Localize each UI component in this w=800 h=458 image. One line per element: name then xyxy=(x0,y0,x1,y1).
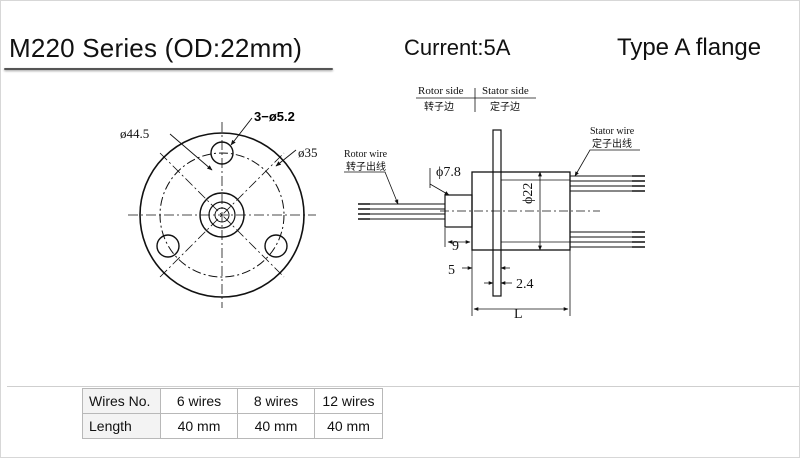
section-divider xyxy=(7,386,799,387)
table-cell: 12 wires xyxy=(314,388,383,414)
front-view xyxy=(128,117,316,308)
stator-wire-bundle-top xyxy=(570,175,645,192)
rotor-wire-bundle xyxy=(358,203,445,220)
title-underline xyxy=(4,68,333,70)
wires-no-header: Wires No. xyxy=(82,388,161,414)
stator-wire-bundle-bottom xyxy=(570,231,645,248)
pcd-label: ø35 xyxy=(298,145,318,160)
leader-pcd xyxy=(275,149,297,167)
stator-wire-cn-label: 定子出线 xyxy=(592,137,632,150)
table-cell: 6 wires xyxy=(160,388,238,414)
shaft-diameter-label: ϕ7.8 xyxy=(436,165,461,180)
centerline-diagonal-b xyxy=(159,152,285,278)
mount-hole-left xyxy=(156,234,180,258)
table-row: Wires No. 6 wires 8 wires 12 wires xyxy=(82,388,383,414)
leader-od xyxy=(169,133,213,171)
dim-2-4-label: 2.4 xyxy=(516,277,534,292)
stator-wire-label: Stator wire xyxy=(590,126,635,137)
table-cell: 8 wires xyxy=(237,388,315,414)
rotor-wire-cn-label: 转子出线 xyxy=(346,160,386,173)
table-row: Length 40 mm 40 mm 40 mm xyxy=(82,413,383,439)
current-rating: Current:5A xyxy=(404,35,511,60)
dim-9-label: 9 xyxy=(452,239,459,254)
body-diameter-label: ϕ22 xyxy=(521,183,536,204)
table-cell: 40 mm xyxy=(314,413,383,439)
stator-side-label: Stator side xyxy=(482,85,529,97)
length-header: Length xyxy=(82,413,161,439)
od-label: ø44.5 xyxy=(120,126,149,141)
series-title: M220 Series (OD:22mm) xyxy=(9,33,303,63)
side-view xyxy=(344,88,645,316)
holes-label: 3−ø5.2 xyxy=(254,109,295,124)
technical-drawing: ø44.5 3−ø5.2 ø35 xyxy=(120,85,645,322)
rotor-side-label: Rotor side xyxy=(418,85,464,97)
centerline-diagonal-a xyxy=(159,152,285,278)
rotor-wire-label: Rotor wire xyxy=(344,149,388,160)
stator-side-cn-label: 定子边 xyxy=(490,100,520,113)
mount-hole-right xyxy=(264,234,288,258)
wire-length-table: Wires No. 6 wires 8 wires 12 wires Lengt… xyxy=(82,388,383,439)
table-cell: 40 mm xyxy=(160,413,238,439)
leader-holes xyxy=(230,117,253,146)
rotor-side-cn-label: 转子边 xyxy=(424,100,454,113)
table-cell: 40 mm xyxy=(237,413,315,439)
dim-5-label: 5 xyxy=(448,263,455,278)
flange-plate xyxy=(492,129,502,297)
flange-type: Type A flange xyxy=(617,34,762,61)
dim-L-label: L xyxy=(514,307,523,322)
